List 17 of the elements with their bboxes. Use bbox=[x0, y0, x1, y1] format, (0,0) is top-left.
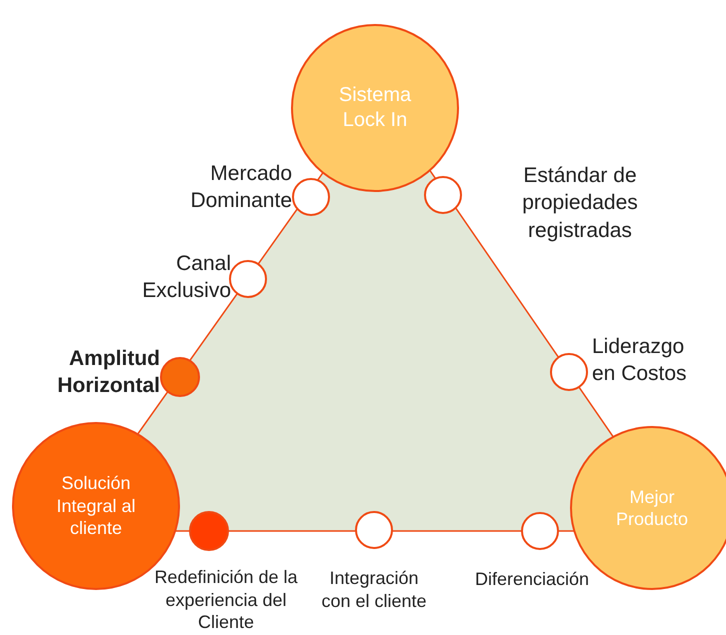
circle-marker bbox=[229, 260, 267, 298]
side-label: Amplitud Horizontal bbox=[56, 346, 160, 400]
side-label: Diferenciación bbox=[474, 568, 590, 590]
side-label: Mercado Dominante bbox=[189, 161, 292, 214]
circle-marker bbox=[189, 511, 229, 551]
side-label: Liderazgo en Costos bbox=[592, 334, 688, 388]
side-label: Canal Exclusivo bbox=[141, 251, 231, 304]
node-label: Sistema Lock In bbox=[338, 83, 412, 133]
side-label: Redefinición de la experiencia del Cliente bbox=[153, 566, 299, 634]
side-label: Estándar de propiedades registradas bbox=[521, 163, 639, 244]
side-label: Integración con el cliente bbox=[320, 567, 428, 612]
circle-marker bbox=[550, 353, 588, 391]
circle-marker bbox=[521, 512, 559, 550]
node-label: Solución Integral al cliente bbox=[55, 472, 137, 540]
circle-marker bbox=[160, 357, 200, 397]
circle-marker bbox=[355, 511, 393, 549]
node-label: Mejor Producto bbox=[614, 486, 690, 530]
